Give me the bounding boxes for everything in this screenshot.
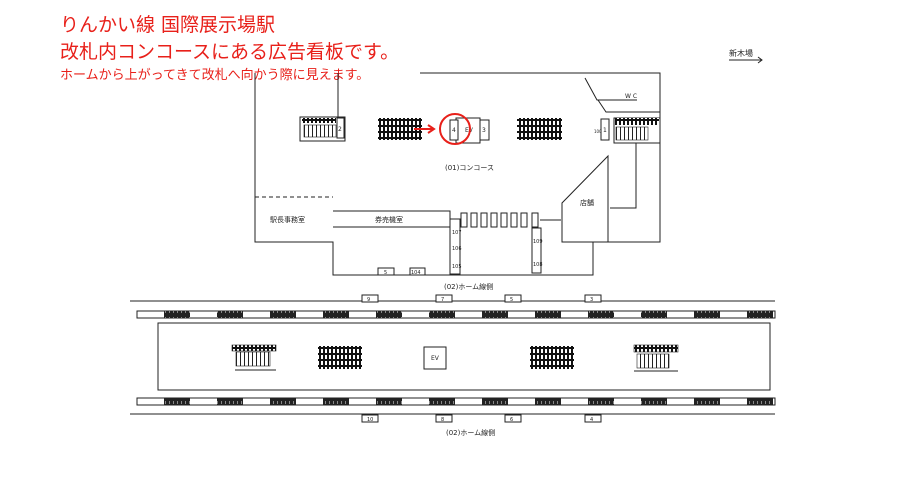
board-1 xyxy=(600,118,610,141)
direction-label: 新木場 xyxy=(729,48,753,58)
platform-stairs-left xyxy=(231,344,277,371)
board-6 xyxy=(504,414,522,423)
platform-label-bottom: (02)ホーム線側 xyxy=(446,428,495,437)
caption-line-3: ホームから上がってきて改札へ向かう際に見えます。 xyxy=(60,64,370,83)
escalator-right xyxy=(517,118,562,140)
shop-label: 店舗 xyxy=(580,198,594,207)
sleeper xyxy=(694,398,720,405)
stairs-left: 2 xyxy=(299,116,346,142)
highlight-circle xyxy=(439,113,471,145)
stairs-right xyxy=(613,117,661,144)
board-100-label: 100 xyxy=(594,129,602,134)
sleeper xyxy=(641,311,667,318)
caption-line-1: りんかい線 国際展示場駅 xyxy=(60,10,276,37)
board-5-label: 5 xyxy=(384,270,387,276)
sleeper xyxy=(164,311,190,318)
board-107: 107 xyxy=(452,230,462,236)
sleeper xyxy=(270,311,296,318)
sleeper xyxy=(376,311,402,318)
board-10 xyxy=(361,414,379,423)
platform-top-boards: 9 7 5 3 xyxy=(361,294,602,303)
sleeper xyxy=(535,398,561,405)
sleeper xyxy=(588,398,614,405)
board-4-label: 4 xyxy=(452,127,456,134)
board-104-label: 104 xyxy=(411,270,421,276)
sleeper xyxy=(588,311,614,318)
track-top xyxy=(136,310,776,319)
board-4-highlighted xyxy=(449,119,459,141)
sleeper xyxy=(641,398,667,405)
platform-elevator-label: EV xyxy=(431,355,440,362)
board-7 xyxy=(435,294,453,303)
sleeper xyxy=(482,311,508,318)
platform-escalator-right xyxy=(530,346,574,369)
board-3 xyxy=(479,119,490,141)
highlight-arrow-icon xyxy=(414,124,436,134)
board-3 xyxy=(584,294,602,303)
platform-stairs-right xyxy=(633,344,679,372)
track-bed xyxy=(136,397,776,406)
board-2: 2 xyxy=(338,126,342,133)
board-9 xyxy=(361,294,379,303)
board-5-concourse xyxy=(377,267,395,276)
board-4 xyxy=(584,414,602,423)
board-label: 9 xyxy=(367,297,370,303)
sleeper xyxy=(535,311,561,318)
sleeper xyxy=(429,311,455,318)
sleeper xyxy=(164,398,190,405)
platform-elevator xyxy=(423,346,447,370)
track-bottom xyxy=(136,397,776,406)
station-office-label: 駅長事務室 xyxy=(270,215,305,224)
board-column-left xyxy=(449,218,461,275)
board-label: 8 xyxy=(441,417,444,423)
direction-arrow-icon xyxy=(729,56,763,64)
shop xyxy=(561,154,609,243)
platform-bottom-boards: 10 8 6 4 xyxy=(361,414,602,423)
board-1-label: 1 xyxy=(603,127,607,134)
sleeper xyxy=(429,398,455,405)
sleeper xyxy=(747,311,773,318)
board-108: 108 xyxy=(533,262,543,268)
caption-line-2: 改札内コンコースにある広告看板です。 xyxy=(60,37,400,64)
sleeper xyxy=(323,311,349,318)
board-5 xyxy=(504,294,522,303)
board-column-right xyxy=(531,227,542,274)
board-label: 10 xyxy=(367,417,373,423)
board-3-label: 3 xyxy=(482,127,486,134)
platform-escalator-left xyxy=(318,346,362,369)
sleeper xyxy=(376,398,402,405)
concourse-label: (01)コンコース xyxy=(445,164,494,172)
board-109: 109 xyxy=(533,239,543,245)
escalator-left xyxy=(378,118,422,140)
sleeper xyxy=(323,398,349,405)
ticket-room-label: 券売機室 xyxy=(375,215,403,224)
track-bed xyxy=(136,310,776,319)
sleeper xyxy=(217,398,243,405)
board-8 xyxy=(435,414,453,423)
platform-label-top: (02)ホーム線側 xyxy=(444,282,493,291)
board-105: 105 xyxy=(452,264,462,270)
board-label: 3 xyxy=(590,297,593,303)
board-104 xyxy=(409,267,426,276)
board-label: 7 xyxy=(441,297,444,303)
board-label: 5 xyxy=(510,297,513,303)
sleeper xyxy=(270,398,296,405)
sleeper xyxy=(694,311,720,318)
sleeper xyxy=(217,311,243,318)
wc-label: W C xyxy=(625,93,637,100)
sleeper xyxy=(482,398,508,405)
board-label: 6 xyxy=(510,417,513,423)
ticket-gates xyxy=(460,212,539,228)
sleeper xyxy=(747,398,773,405)
board-label: 4 xyxy=(590,417,593,423)
board-106: 106 xyxy=(452,246,462,252)
